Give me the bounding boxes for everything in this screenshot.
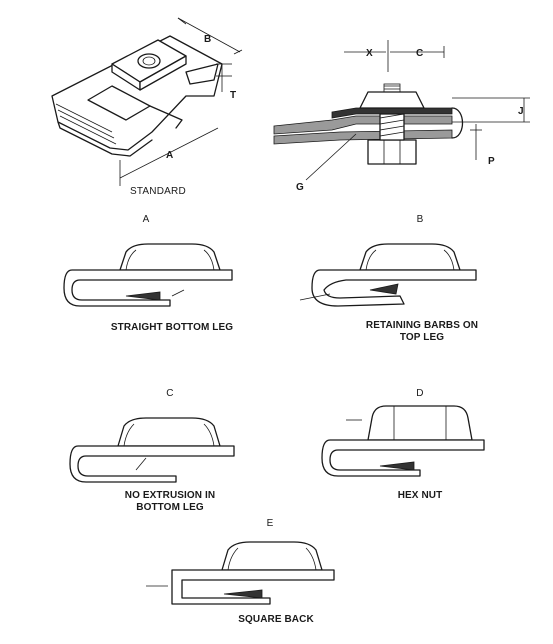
variant-b: B RETAINING BARBS ON TOP LEG [299, 214, 478, 343]
dim-c-label: C [416, 48, 423, 59]
variant-e-letter: E [267, 518, 274, 529]
dim-b-label: B [204, 34, 211, 45]
variant-d-letter: D [416, 388, 423, 399]
variant-d: D HEX NUT [321, 388, 485, 501]
dim-p-label: P [488, 156, 495, 167]
variant-e: E SQUARE BACK [146, 518, 335, 625]
variant-d-caption-line1: HEX NUT [398, 490, 443, 501]
variant-a-letter: A [143, 214, 150, 225]
variant-c-caption-line1: NO EXTRUSION IN [125, 490, 215, 501]
variant-b-letter: B [417, 214, 424, 225]
variant-c-caption-line2: BOTTOM LEG [136, 502, 204, 513]
dim-x-label: X [366, 48, 373, 59]
variant-b-caption-line2: TOP LEG [400, 332, 444, 343]
standard-label: STANDARD [130, 186, 186, 197]
installed-section-view: X C J P G [273, 40, 530, 193]
variant-c: C NO EXTRUSION IN BOTTOM LEG [69, 388, 235, 513]
dim-g-label: G [296, 182, 304, 193]
standard-isometric-view: B T A STANDARD [51, 17, 243, 197]
dim-j-label: J [518, 106, 524, 117]
dim-t-label: T [230, 90, 236, 101]
variant-a-caption-line1: STRAIGHT BOTTOM LEG [111, 322, 233, 333]
variant-b-caption-line1: RETAINING BARBS ON [366, 320, 478, 331]
variant-a: A STRAIGHT BOTTOM LEG [63, 214, 233, 333]
variant-e-caption-line1: SQUARE BACK [238, 614, 314, 625]
variant-c-letter: C [166, 388, 173, 399]
dim-a-label: A [166, 150, 173, 161]
